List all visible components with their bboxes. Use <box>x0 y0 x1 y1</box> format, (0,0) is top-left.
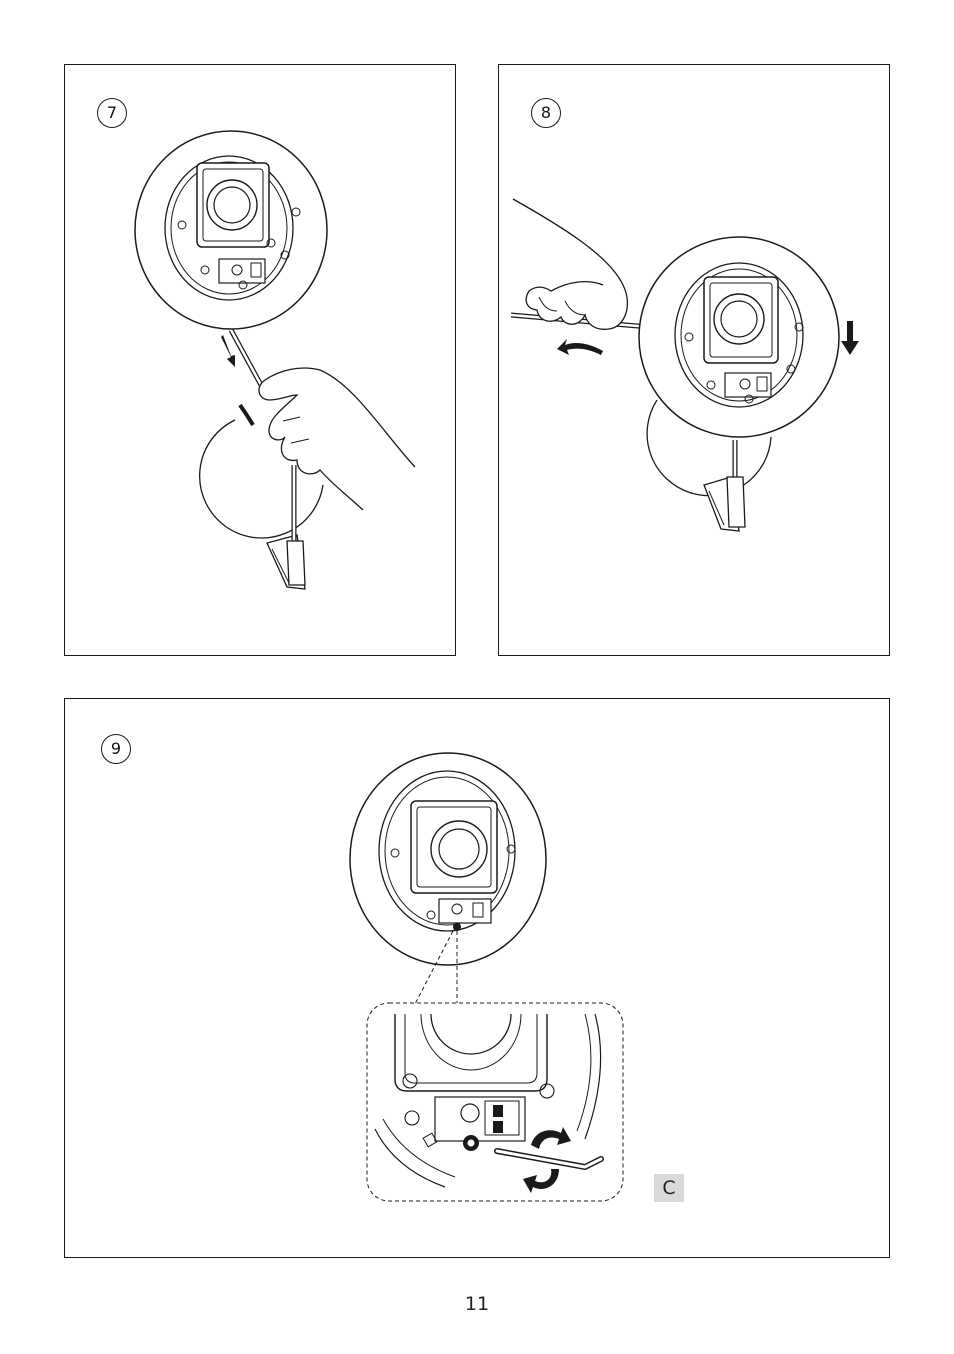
step-number-8: 8 <box>531 98 561 128</box>
step-7-panel: 7 <box>64 64 456 656</box>
step-7-illustration <box>65 65 457 657</box>
step-8-illustration <box>499 65 891 657</box>
step-number-7: 7 <box>97 98 127 128</box>
step-8-panel: 8 <box>498 64 890 656</box>
step-number-9: 9 <box>101 734 131 764</box>
step-9-panel: 9 <box>64 698 890 1258</box>
callout-label-c: C <box>654 1174 684 1202</box>
curved-arrow-icon <box>557 339 603 355</box>
page-number: 11 <box>0 1293 954 1315</box>
down-arrow-icon <box>221 335 235 367</box>
step-9-illustration <box>65 699 891 1259</box>
down-arrow-icon <box>841 321 859 355</box>
